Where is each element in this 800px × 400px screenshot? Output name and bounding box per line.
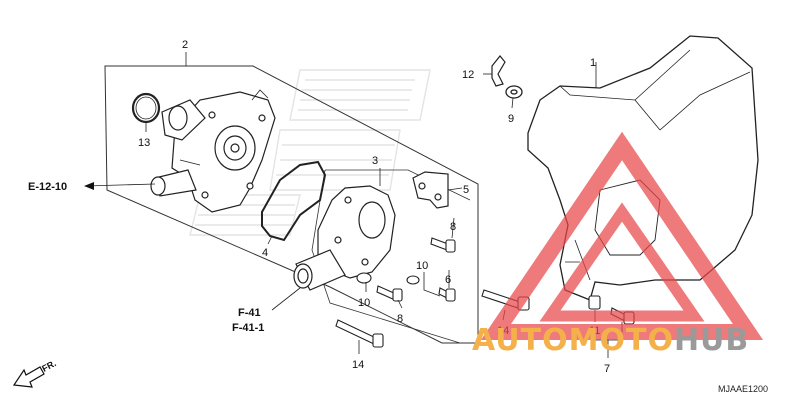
part-label-8-lower: 8 [397,313,403,325]
thermostat-housing [293,185,396,291]
part-label-1: 1 [590,57,596,69]
watermark-triangle-inner-icon [539,202,705,322]
background-emblem [189,69,431,236]
part-label-3: 3 [372,155,378,167]
ref-label-e-12-10: E-12-10 [28,181,67,193]
part-label-2: 2 [182,39,188,51]
front-direction-indicator: FR. [12,358,58,388]
watermark-triangle-icon [480,131,764,340]
front-label: FR. [40,358,57,374]
part-label-5: 5 [463,184,469,196]
watermark-text-hub: HUB [674,323,749,358]
part-label-6: 6 [445,274,451,286]
part-label-8-upper: 8 [450,221,456,233]
watermark-text-moto: MOTO [569,323,674,358]
part-label-7: 7 [604,363,610,375]
part-label-13: 13 [138,137,150,149]
watermark-text-auto: AUTO [472,323,569,358]
bracket [412,171,449,209]
o-ring [131,92,161,124]
watermark-text: AUTOMOTOHUB [472,323,749,358]
part-label-10-right: 10 [416,260,428,272]
part-labels: 2 1 3 5 4 12 9 13 8 10 6 10 8 14 14 11 7 [138,39,610,375]
reference-arrow-head [84,182,94,190]
clip [491,55,506,87]
part-label-14-left: 14 [352,359,364,371]
diagram-code: MJAAE1200 [718,384,768,394]
bolts [335,237,635,348]
water-pump-assembly [150,89,276,213]
watermark-logo: AUTOMOTOHUB [472,131,764,358]
reference-labels: E-12-10 F-41 F-41-1 [28,181,264,334]
part-label-4: 4 [262,247,268,259]
ref-label-f-41-1: F-41-1 [232,322,264,334]
ref-label-f-41: F-41 [238,307,261,319]
part-label-10-left: 10 [358,297,370,309]
front-arrow-icon [12,366,45,388]
part-label-9: 9 [508,113,514,125]
gasket [261,160,327,242]
washer-9 [505,85,523,99]
part-label-12: 12 [462,69,474,81]
